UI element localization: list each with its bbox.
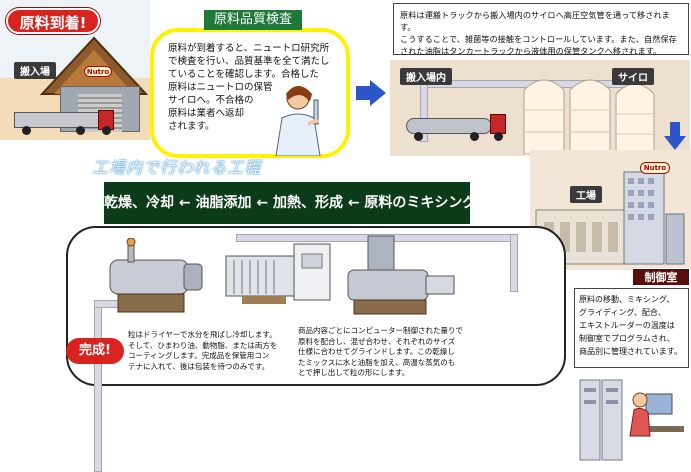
arrival-panel: Nutro 原料到着! 搬入場 <box>0 0 150 140</box>
inspection-bubble <box>150 28 350 158</box>
silo-icon <box>523 79 565 154</box>
control-room-line: 商品別に管理されています。 <box>579 347 682 356</box>
silo-label: サイロ <box>612 68 654 85</box>
silo-icon <box>615 83 655 154</box>
silo-icon <box>569 79 611 154</box>
truck-wheel <box>22 126 31 135</box>
process-banner: 乾燥、冷却 ← 油脂添加 ← 加熱、形成 ← 原料のミキシング <box>104 182 476 224</box>
mixing-text: 商品内容ごとにコンピューター制御された量りで 原料を配合し、混ぜ合わせ、それぞれ… <box>298 326 474 379</box>
process-pipe <box>94 300 102 472</box>
completion-line: コーティングします。完成品を保管用コン <box>128 351 270 360</box>
loading-area-inside-label: 搬入場内 <box>400 68 452 85</box>
control-room-line: グライディング、配合、 <box>579 308 666 317</box>
storage-text: 原料は運搬トラックから搬入場内のサイロへ高圧空気管を通って移されます。 こうする… <box>393 3 689 56</box>
factory-label: 工場 <box>570 186 602 203</box>
completion-badge: 完成! <box>66 338 124 364</box>
control-room-line: 原料の移動、ミキシング、 <box>579 295 675 304</box>
dryer-machine-icon <box>109 238 203 313</box>
mixing-line: たミックスに水と油脂を加え、高温な蒸気のも <box>298 357 456 367</box>
storage-line: された油脂はタンカートラックから液体用の保管タンクへ移されます。 <box>400 46 662 56</box>
truck-wheel <box>102 126 111 135</box>
inspection-line: サイロへ。不合格の <box>168 95 254 106</box>
mixing-line: 仕様に合わせてグラインドします。この乾燥し <box>298 347 455 356</box>
inspection-line: ていることを確認します。合格した <box>168 69 320 80</box>
storage-line: 原料は運搬トラックから搬入場内のサイロへ高圧空気管を通って移されます。 <box>400 10 670 32</box>
control-room-text: 原料の移動、ミキシング、 グライディング、配合、 エキストルーダーの温度は 制御… <box>574 288 689 368</box>
truck-wheel <box>494 132 503 141</box>
truck-wheel <box>414 132 423 141</box>
mixing-line: 原料を配合し、混ぜ合わせ、それぞれのサイズ <box>298 336 456 346</box>
inspection-line: されます。 <box>168 121 215 132</box>
control-room-line: 制御室でプログラムされ、 <box>579 334 675 343</box>
control-room-line: エキストルーダーの温度は <box>579 321 675 330</box>
inspection-line: で検査を行い、品質基準を全て満たし <box>168 56 330 67</box>
completion-line: そして、ひまわり油、動物脂、または両方を <box>128 340 278 350</box>
arrow-down-icon <box>664 122 686 150</box>
control-room-operator-icon <box>579 379 684 461</box>
inspection-line: 原料は業者へ返却 <box>168 108 245 119</box>
arrow-right-icon <box>356 80 386 106</box>
coater-machine-icon <box>225 243 331 304</box>
brand-logo: Nutro <box>84 66 112 77</box>
truck-wheel <box>470 132 479 141</box>
completion-line: 粒はドライヤーで水分を飛ばし冷却します。 <box>128 330 277 339</box>
arrival-badge: 原料到着! <box>6 8 100 34</box>
factory-heading: 工場内で行われる工程 <box>92 158 262 177</box>
brand-logo: Nutro <box>640 162 670 174</box>
process-pipe <box>510 234 518 292</box>
storage-line: こうすることで、雑菌等の接触をコントロールしています。また、自然保存 <box>400 34 677 44</box>
completion-line: テナに入れて、後は包装を待つのみです。 <box>128 361 270 371</box>
tanker-cab <box>490 114 506 134</box>
extruder-machine-icon <box>347 235 455 315</box>
mixing-line: 商品内容ごとにコンピューター制御された量りで <box>298 326 463 335</box>
mixing-line: とで押し出して粒の形にします。 <box>298 368 410 377</box>
completion-text: 粒はドライヤーで水分を飛ばし冷却します。 そして、ひまわり油、動物脂、または両方… <box>128 330 282 372</box>
inspection-line: 原料が到着すると、ニュートロ研究所 <box>168 43 330 54</box>
inspection-text: 原料が到着すると、ニュートロ研究所 で検査を行い、品質基準を全て満たし ているこ… <box>168 42 348 133</box>
loading-area-label: 搬入場 <box>14 62 56 79</box>
scientist-icon <box>275 86 321 156</box>
inspection-title: 原料品質検査 <box>204 10 302 30</box>
truck-wheel <box>76 126 85 135</box>
control-room-title: 制御室 <box>632 268 690 286</box>
inspection-line: 原料はニュートロの保管 <box>168 82 273 93</box>
